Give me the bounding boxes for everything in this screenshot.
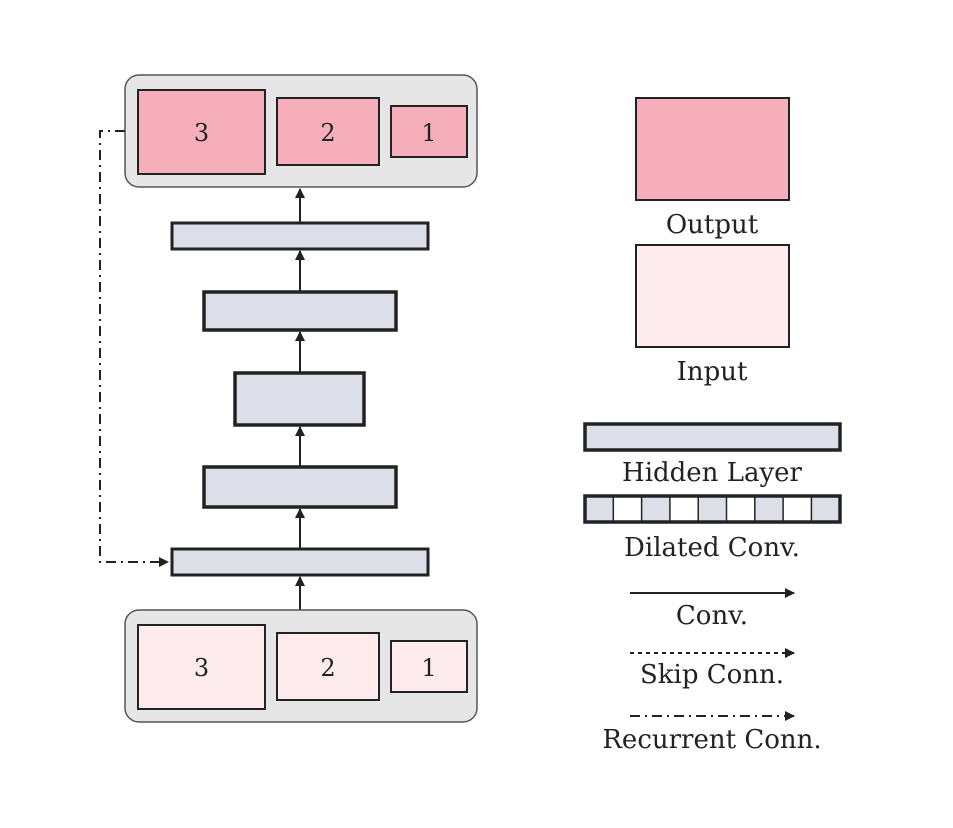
- input-box-2: [276, 632, 380, 701]
- input-box-3: [137, 624, 266, 710]
- output-box-1-label: 1: [421, 119, 436, 147]
- hidden-layer-5: [170, 221, 430, 251]
- input-box-2-label: 2: [320, 654, 335, 682]
- legend-hidden-label: Hidden Layer: [622, 458, 803, 488]
- output-box-3-label: 3: [194, 119, 209, 147]
- legend: Output Input Hidden Layer Dilated Conv. …: [583, 97, 842, 755]
- legend-input-label: Input: [677, 357, 748, 387]
- hidden-layer-2: [202, 465, 398, 509]
- recurrent-connection-path: [99, 130, 169, 567]
- legend-input-swatch: [635, 244, 790, 348]
- legend-hidden-swatch: [583, 422, 842, 452]
- hidden-layer-3: [233, 371, 366, 427]
- output-box-1: [390, 105, 468, 158]
- output-box-2: [276, 97, 380, 166]
- legend-output-label: Output: [666, 210, 759, 240]
- dilated-cell: [811, 496, 840, 522]
- input-box-3-label: 3: [194, 654, 209, 682]
- hidden-layer-4: [202, 290, 398, 332]
- hidden-layer-stack: [170, 221, 430, 577]
- output-box-2-label: 2: [320, 119, 335, 147]
- legend-recurrent-label: Recurrent Conn.: [602, 725, 821, 755]
- output-box-3: [137, 89, 266, 175]
- input-box-1-label: 1: [421, 654, 436, 682]
- legend-dilated-label: Dilated Conv.: [624, 533, 800, 563]
- input-box-1: [390, 640, 468, 693]
- hidden-layer-1: [170, 547, 430, 577]
- legend-conv-label: Conv.: [676, 601, 748, 631]
- dilated-cell: [641, 496, 670, 522]
- dilated-outline: [583, 494, 842, 524]
- legend-dilated-swatch: [583, 494, 842, 524]
- legend-skip-label: Skip Conn.: [640, 660, 784, 690]
- recurrent-connection: [99, 130, 169, 567]
- dilated-cell: [698, 496, 727, 522]
- legend-output-swatch: [635, 97, 790, 201]
- dilated-cell: [585, 496, 614, 522]
- output-group: 3 2 1: [124, 74, 478, 188]
- input-group: 3 2 1: [124, 609, 478, 723]
- dilated-cell: [754, 496, 784, 522]
